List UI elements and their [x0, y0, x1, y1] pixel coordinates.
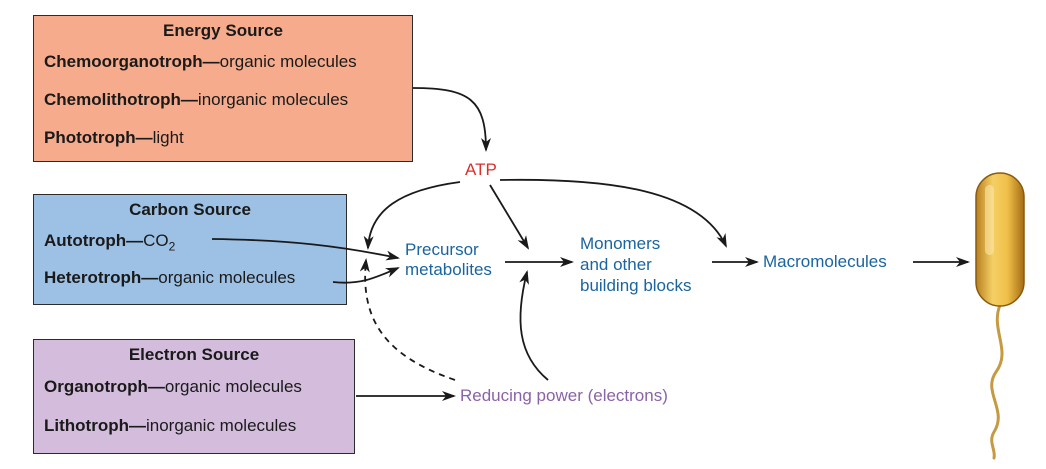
atp-label: ATP [465, 160, 497, 179]
electron-item-organotroph: Organotroph—organic molecules [44, 377, 302, 396]
electron-item-lithotroph: Lithotroph—inorganic molecules [44, 416, 297, 435]
arrow-reducing-to-precursor [359, 258, 456, 381]
electron-source-title: Electron Source [128, 345, 260, 364]
energy-item-chemoorganotroph: Chemoorganotroph—organic molecules [44, 52, 357, 71]
arrow-energy-to-atp [412, 87, 491, 152]
carbon-item-autotroph: Autotroph—CO2 [44, 231, 176, 254]
reducing-power-label: Reducing power (electrons) [460, 386, 668, 405]
carbon-item-heterotroph: Heterotroph—organic molecules [44, 268, 296, 287]
arrow-reducing-to-monomer-step [519, 270, 549, 381]
bacterium-icon [975, 172, 1025, 460]
arrow-autotroph-to-precursor [211, 238, 400, 261]
energy-source-title: Energy Source [163, 21, 283, 40]
monomers-label-line3: building blocks [580, 276, 692, 295]
arrow-atp-to-monomer-step [489, 184, 530, 250]
monomers-label-line1: Monomers [580, 234, 661, 253]
electron-source-box: Electron Source Organotroph—organic mole… [33, 339, 355, 454]
carbon-source-title: Carbon Source [129, 200, 251, 219]
carbon-source-box: Carbon Source Autotroph—CO2 Heterotroph—… [33, 194, 347, 305]
precursor-label-line1: Precursor [405, 240, 479, 259]
energy-item-phototroph: Phototroph—light [44, 128, 184, 147]
arrow-heterotroph-to-precursor [332, 267, 400, 284]
arrow-atp-to-macro-step [499, 178, 727, 248]
arrow-atp-to-precursor [363, 181, 461, 250]
energy-item-chemolithotroph: Chemolithotroph—inorganic molecules [44, 90, 349, 109]
precursor-label-line2: metabolites [405, 260, 492, 279]
energy-source-box: Energy Source Chemoorganotroph—organic m… [33, 15, 413, 162]
macromolecules-label: Macromolecules [763, 252, 887, 271]
monomers-label-line2: and other [580, 255, 652, 274]
